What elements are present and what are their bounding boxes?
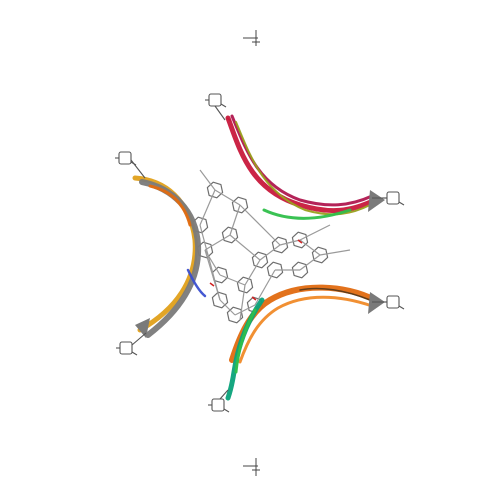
ribbon-green-2: [234, 308, 257, 374]
ligand-bond: [199, 169, 216, 191]
ligand-ring: [211, 291, 229, 309]
ligand-bond: [204, 249, 221, 301]
ligand-atom: [209, 282, 215, 287]
ligand-ring: [206, 181, 224, 199]
ligand-bond: [259, 244, 281, 261]
ligand-bond: [319, 249, 351, 256]
ligand-bond: [229, 204, 241, 236]
ligand-bond: [299, 224, 331, 241]
ribbon-orange-3: [148, 184, 192, 227]
ligand-bond: [239, 284, 246, 321]
terminal-groups: [115, 93, 405, 413]
ligand-ring: [291, 231, 309, 249]
ligand-atom: [251, 296, 257, 301]
terminal-bond: [131, 351, 138, 356]
terminal-bond: [220, 103, 227, 108]
ribbon-olive-1: [235, 121, 371, 216]
ligand-bond: [214, 189, 241, 206]
ribbon-dark-1: [299, 287, 371, 301]
arm-bond: [219, 389, 229, 400]
arm-bond: [214, 105, 226, 121]
ribbon-arrow-2: [368, 292, 385, 314]
ligand-atom: [297, 239, 303, 244]
ribbon-magenta-1: [230, 114, 374, 207]
ligand-ring: [311, 246, 329, 264]
ligand-bond: [239, 204, 281, 246]
ligand-ring: [266, 261, 284, 279]
axis-marker-top-icon: [243, 30, 260, 46]
terminal-bond: [398, 201, 405, 206]
ligand-ring: [221, 226, 239, 244]
ligand-bond: [229, 234, 261, 261]
terminal-bond: [398, 305, 405, 310]
ligand-bond: [279, 239, 301, 246]
protein-ribbons: [132, 114, 385, 401]
ligand-bond: [219, 299, 236, 316]
ribbon-green-1: [262, 208, 352, 220]
ligand-bond: [254, 269, 276, 306]
axis-marker-bottom-icon: [243, 458, 260, 476]
ribbon-arrow-3: [135, 318, 150, 338]
ribbon-orange-2: [238, 295, 374, 364]
ligand-bond: [299, 239, 321, 256]
ribbon-arrow-1: [368, 190, 385, 212]
arm-bond: [130, 159, 146, 179]
ribbon-blue-1: [186, 268, 207, 298]
ligand-framework: [191, 117, 351, 324]
arm-bond: [131, 332, 147, 346]
ligand-ring: [271, 236, 289, 254]
ligand-bond: [299, 254, 321, 271]
terminal-bond: [223, 408, 230, 413]
ligand-bond: [244, 259, 261, 286]
ligand-bond: [234, 304, 256, 316]
ligand-bond: [199, 189, 216, 226]
ligand-bond: [204, 234, 231, 251]
ligand-ring: [291, 261, 309, 279]
ligand-ring: [231, 196, 249, 214]
ligand-bond: [219, 274, 246, 286]
ligand-ring: [251, 251, 269, 269]
